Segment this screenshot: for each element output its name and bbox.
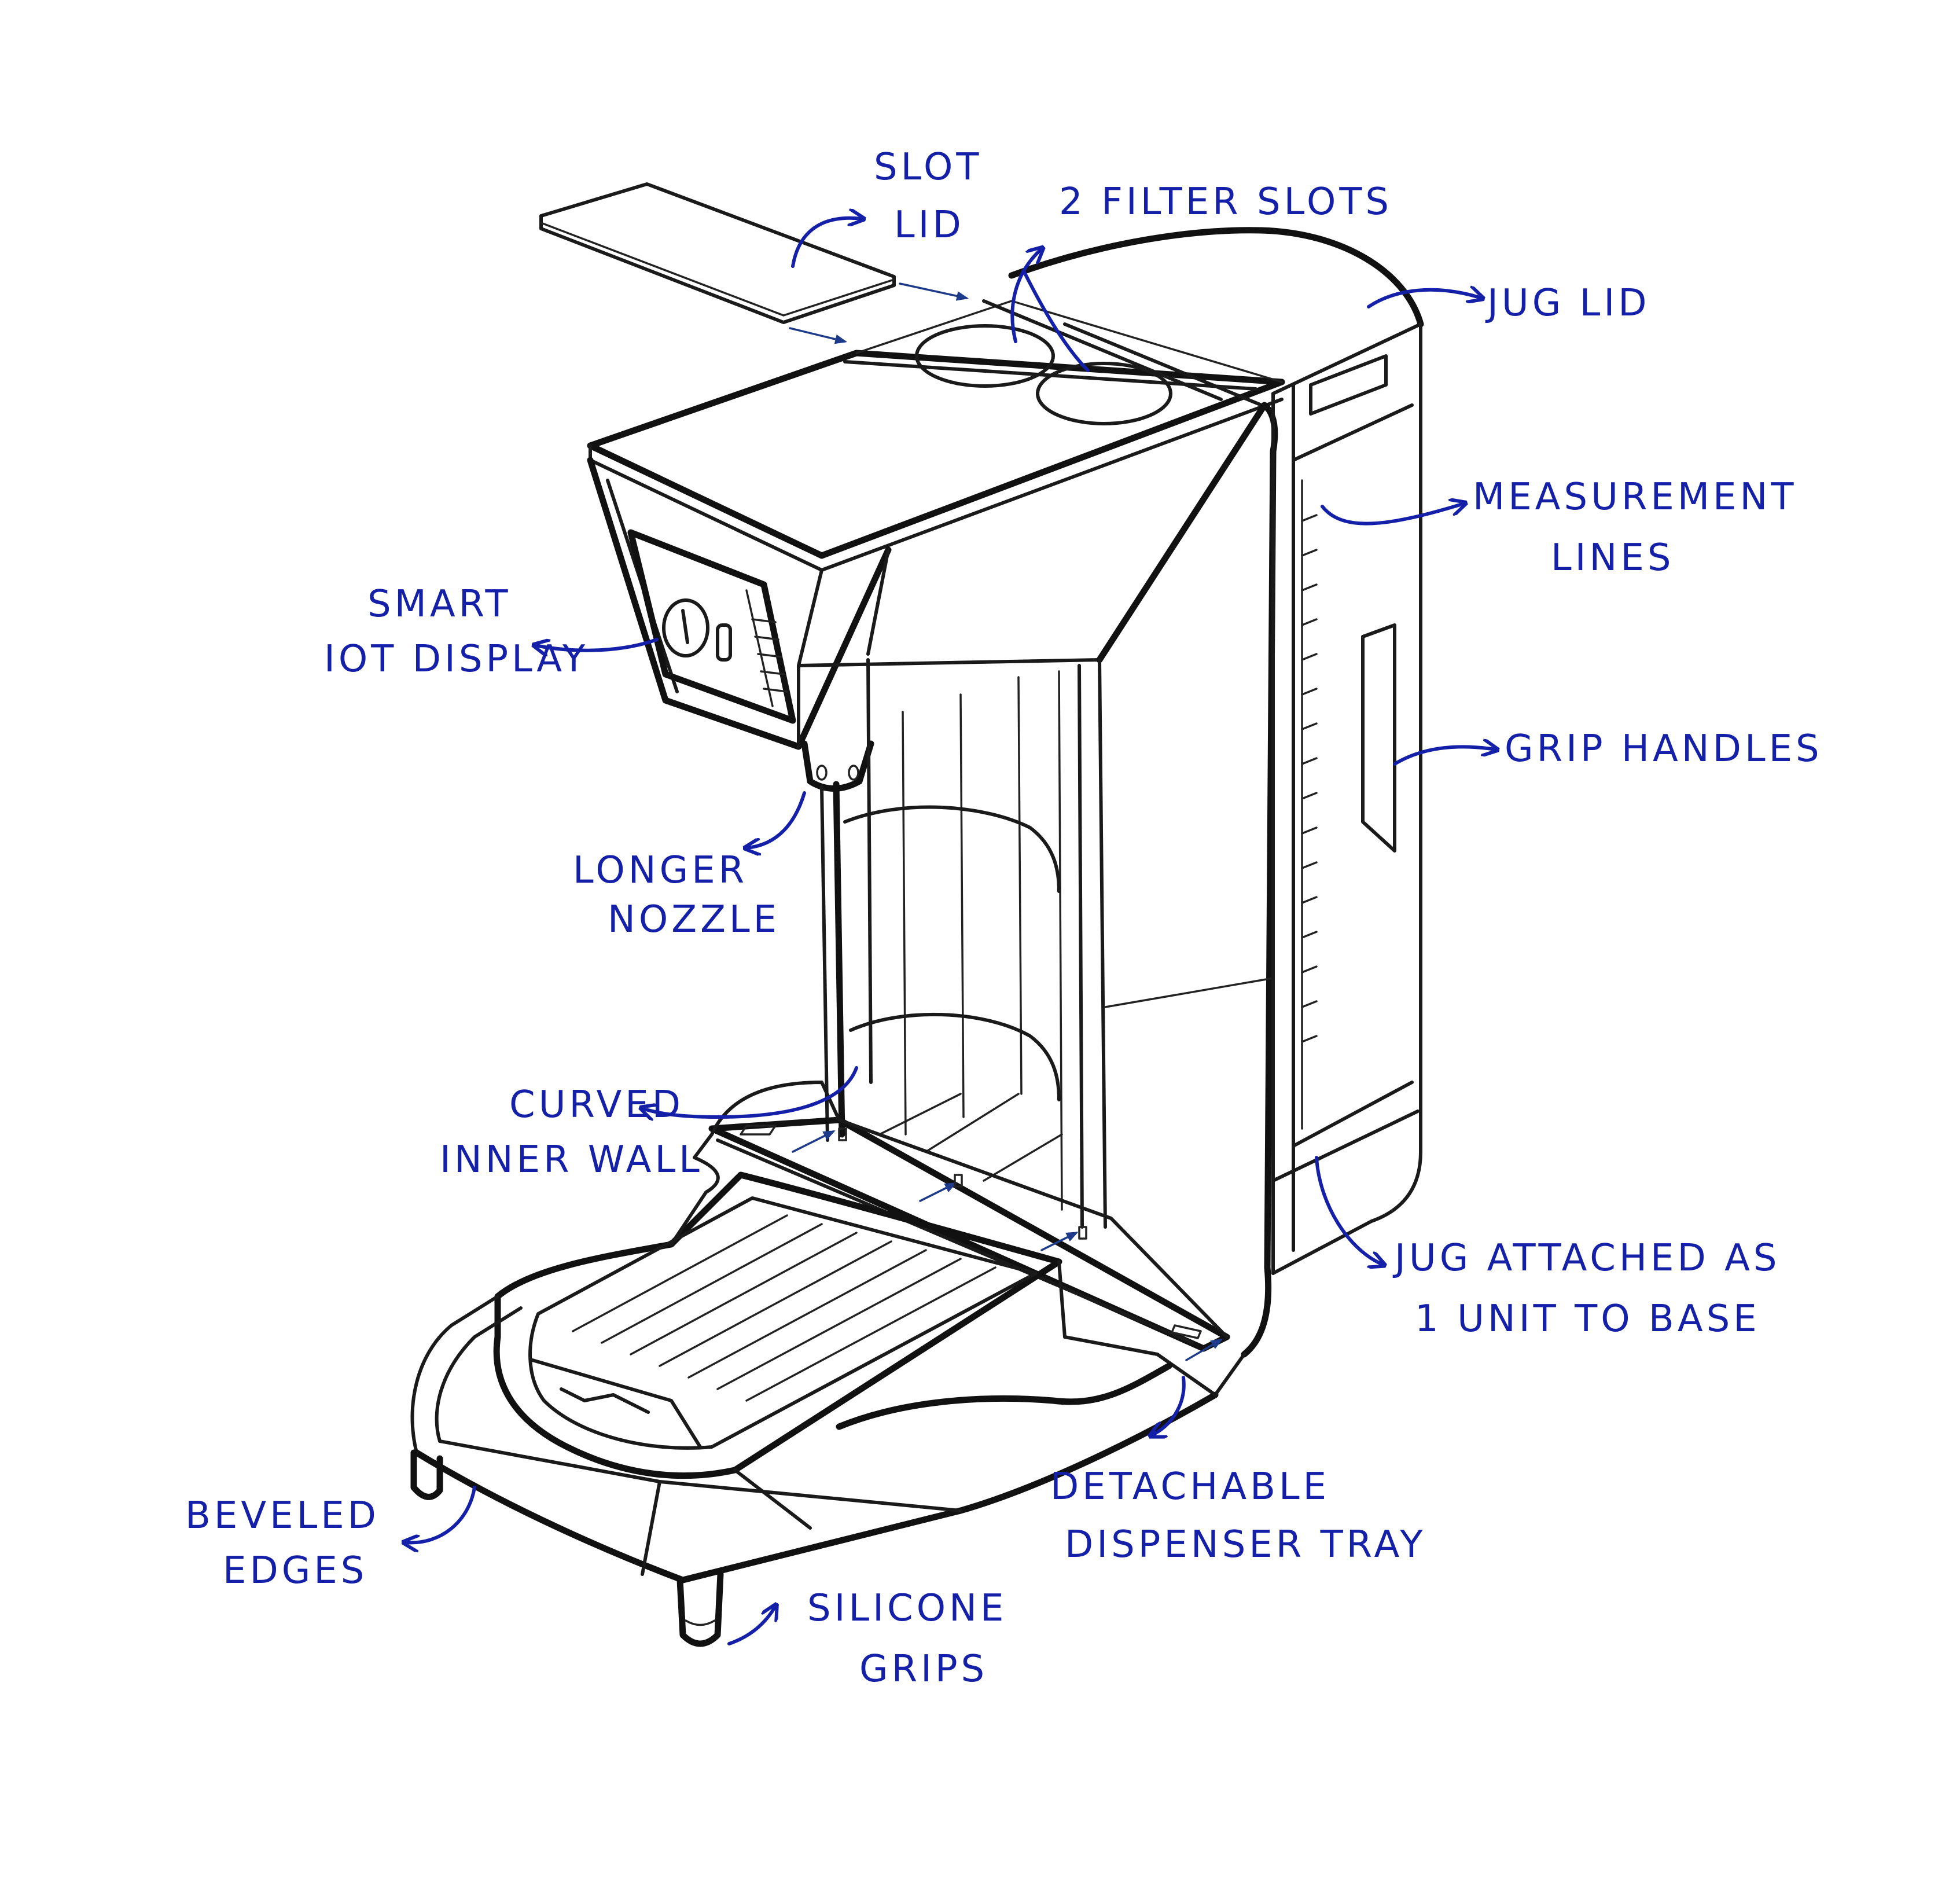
label-grip-handles: GRIP HANDLES [1505,728,1823,770]
leader-longer-nozzle [747,791,806,848]
label-longer-nozzle-2: NOZZLE [608,898,780,941]
label-jug-lid: JUG LID [1485,282,1650,325]
leader-measurement-lines [1321,504,1464,526]
label-slot-lid-2: LID [894,204,965,247]
label-longer-nozzle-1: LONGER [573,849,748,892]
tray-clip [838,1127,847,1141]
label-jug-attached-2: 1 UNIT TO BASE [1415,1298,1760,1340]
label-silicone-grips-2: GRIPS [859,1648,988,1691]
tray-clip [1078,1226,1087,1240]
label-measurement-lines-2: LINES [1551,537,1674,579]
label-curved-inner-wall-2: INNER WALL [440,1138,703,1181]
jug [1241,354,1422,1358]
leader-silicone-grips [727,1606,775,1645]
leader-grip-handles [1393,747,1496,766]
label-smart-display-2: IOT DISPLAY [324,638,589,681]
tray-clip [954,1174,963,1188]
top-housing [587,227,1424,1153]
label-smart-display-1: SMART [367,583,512,626]
silicone-feet [410,1449,724,1647]
label-silicone-grips-1: SILICONE [807,1587,1007,1630]
label-measurement-lines-1: MEASUREMENT [1473,476,1797,519]
label-slot-lid-1: SLOT [874,146,982,189]
leader-filter-slot-1 [1010,249,1042,343]
leader-dispenser-tray [1152,1376,1186,1435]
cup-icon [716,623,732,662]
label-filter-slots: 2 FILTER SLOTS [1059,181,1392,223]
leader-filter-slot-2 [1023,270,1090,372]
leader-jug-attached [1315,1156,1383,1265]
leader-smart-display [535,638,659,651]
display-head [587,457,1101,750]
slot-lid [539,182,896,324]
leader-slot-lid [791,218,862,268]
leader-beveled-edges [405,1486,476,1542]
power-icon [662,598,709,657]
base [410,1081,1246,1584]
label-dispenser-tray-2: DISPENSER TRAY [1065,1523,1426,1566]
leader-jug-lid [1367,290,1481,308]
label-beveled-edges-1: BEVELED [185,1494,380,1537]
label-curved-inner-wall-1: CURVED [509,1083,684,1126]
label-jug-attached-1: JUG ATTACHED AS [1392,1237,1781,1280]
leader-curved-inner-wall [642,1066,858,1117]
label-beveled-edges-2: EDGES [223,1549,367,1592]
label-dispenser-tray-1: DETACHABLE [1050,1465,1330,1508]
